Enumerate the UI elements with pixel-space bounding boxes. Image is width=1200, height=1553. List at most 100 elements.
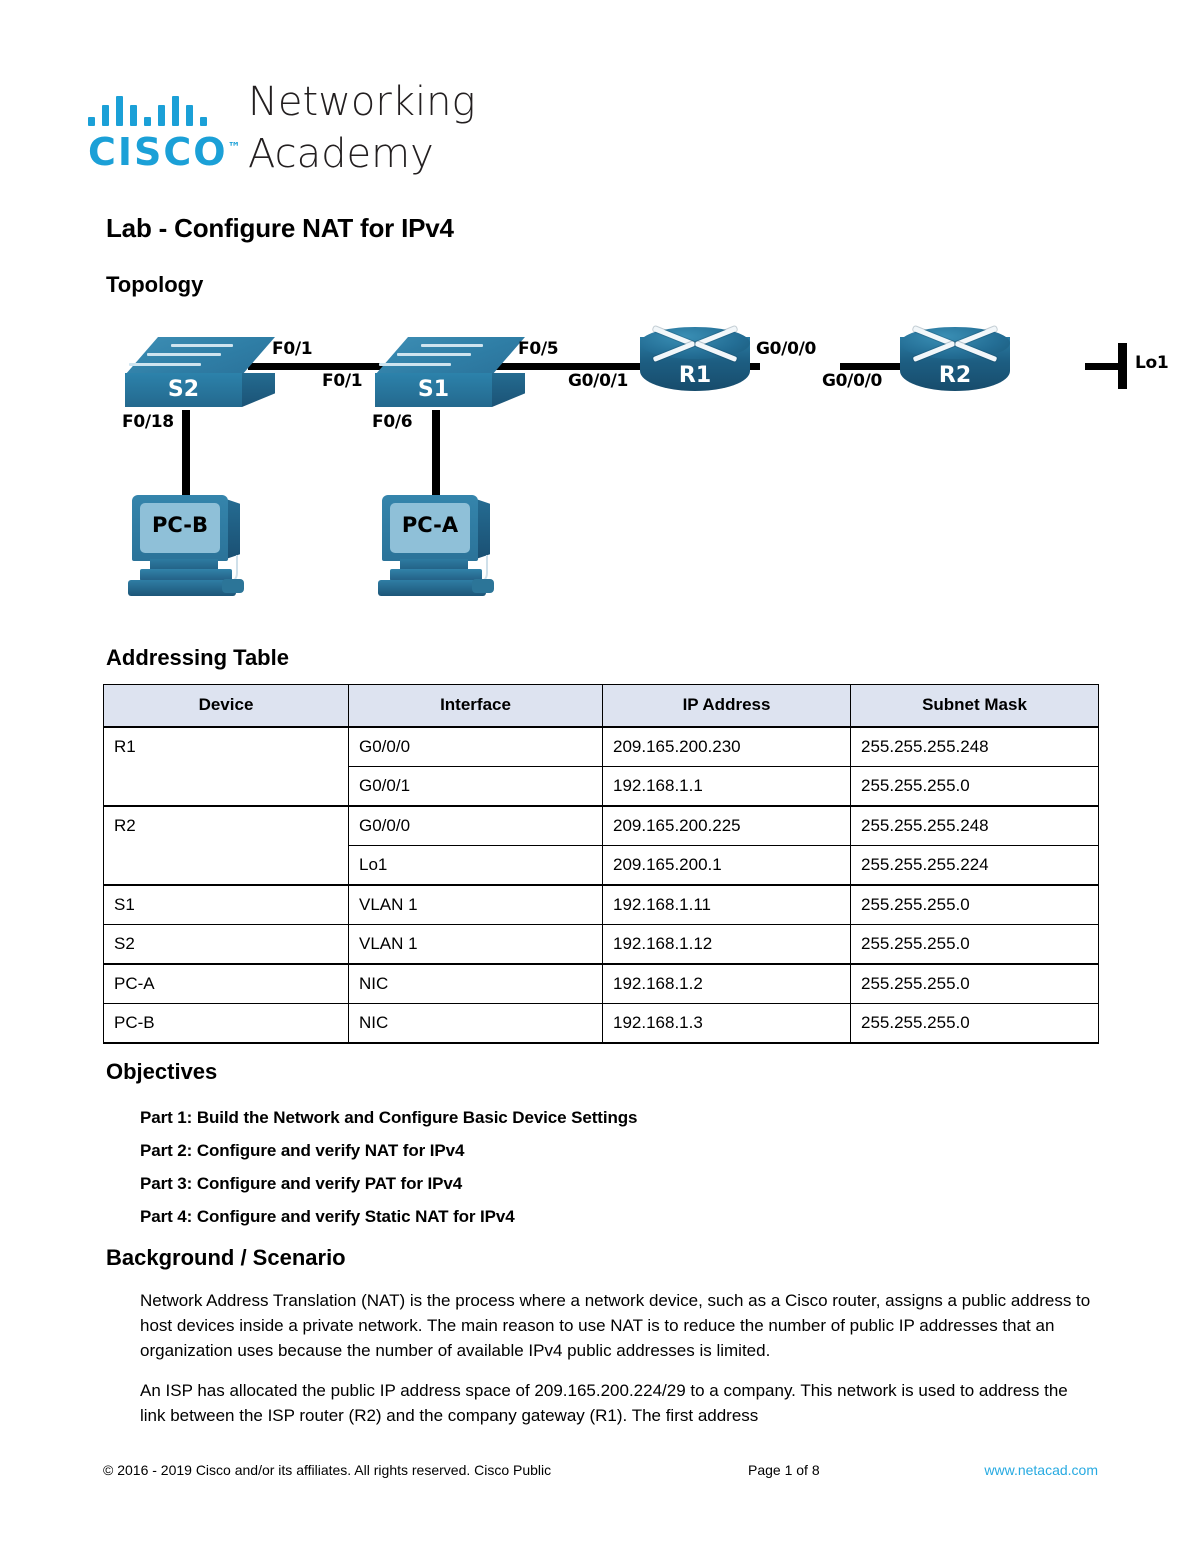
cell-interface: G0/0/1 <box>348 765 603 806</box>
cell-device: S2 <box>103 923 349 964</box>
netacad-logo: CISCO™ Networking Academy <box>88 72 508 182</box>
cell-interface: G0/0/0 <box>348 804 603 846</box>
device-r2[interactable]: R2 <box>900 325 1010 399</box>
pcb-screen <box>140 503 220 553</box>
cell-mask: 255.255.255.0 <box>850 765 1099 806</box>
device-s1[interactable]: S1 <box>375 337 525 409</box>
device-r1[interactable]: R1 <box>640 325 750 399</box>
pcb-base-upper <box>140 569 232 581</box>
cell-interface: NIC <box>348 962 603 1004</box>
table-row: S1 VLAN 1 192.168.1.11 255.255.255.0 <box>103 883 1099 925</box>
s2-side-face <box>242 373 275 407</box>
brand-line-1: Networking <box>248 79 476 125</box>
cell-device: S1 <box>103 883 349 925</box>
cell-ip: 209.165.200.1 <box>602 844 851 885</box>
cisco-wordmark-text: CISCO <box>88 130 228 174</box>
brand-line-2: Academy <box>248 131 434 177</box>
pca-base-upper <box>390 569 482 581</box>
iflabel-s2-to-s1: F0/1 <box>272 339 313 359</box>
s1-label: S1 <box>417 377 450 402</box>
cell-ip: 192.168.1.3 <box>602 1002 851 1044</box>
cell-device: R2 <box>103 804 349 845</box>
device-pc-b[interactable]: PC-B <box>126 495 246 603</box>
r2-arrows-icon <box>912 325 998 363</box>
table-row: R1 G0/0/0 209.165.200.230 255.255.255.24… <box>103 725 1099 767</box>
table-row: R2 G0/0/0 209.165.200.225 255.255.255.24… <box>103 804 1099 846</box>
column-header-interface: Interface <box>348 684 603 728</box>
r1-arrows-icon <box>652 325 738 363</box>
s1-front-face <box>375 373 492 407</box>
iflabel-r1-to-s1: G0/0/1 <box>568 371 629 391</box>
pca-base-lower <box>378 580 486 596</box>
pcb-base-lower <box>128 580 236 596</box>
s2-label: S2 <box>167 377 200 402</box>
link-s2-s1 <box>248 363 504 370</box>
table-row: Lo1 209.165.200.1 255.255.255.224 <box>103 844 1099 885</box>
r1-label: R1 <box>678 363 712 388</box>
netacad-wordmark: Networking Academy <box>248 76 475 180</box>
pca-monitor-side <box>476 499 490 559</box>
cell-interface: VLAN 1 <box>348 883 603 925</box>
footer-copyright: © 2016 - 2019 Cisco and/or its affiliate… <box>103 1462 552 1478</box>
cell-mask: 255.255.255.0 <box>850 923 1099 964</box>
table-row: S2 VLAN 1 192.168.1.12 255.255.255.0 <box>103 923 1099 964</box>
device-pc-a[interactable]: PC-A <box>376 495 496 603</box>
link-s1-r1 <box>500 363 760 370</box>
objectives-heading: Objectives <box>106 1059 218 1084</box>
link-s1-pca <box>432 410 440 505</box>
addressing-table-body: R1 G0/0/0 209.165.200.230 255.255.255.24… <box>103 725 1099 1044</box>
cell-device: R1 <box>103 725 349 766</box>
table-header-row: Device Interface IP Address Subnet Mask <box>103 684 1099 728</box>
s2-arrows-icon <box>129 339 271 373</box>
cell-interface: Lo1 <box>348 844 603 885</box>
pcb-mouse-icon <box>222 579 244 593</box>
footer-website-link[interactable]: www.netacad.com <box>984 1462 1098 1478</box>
paragraph: An ISP has allocated the public IP addre… <box>140 1381 1068 1425</box>
pca-neck <box>400 559 468 571</box>
column-header-device: Device <box>103 684 349 728</box>
cell-mask: 255.255.255.0 <box>850 1002 1099 1044</box>
trademark-symbol: ™ <box>227 140 241 156</box>
pcb-monitor-side <box>226 499 240 559</box>
r2-label: R2 <box>938 363 972 388</box>
paragraph: Network Address Translation (NAT) is the… <box>140 1291 1091 1360</box>
loopback-tee-icon <box>1118 343 1127 389</box>
list-item: Part 3: Configure and verify PAT for IPv… <box>140 1174 463 1193</box>
cell-device: PC-A <box>103 962 349 1004</box>
cell-ip: 192.168.1.2 <box>602 962 851 1004</box>
cell-ip: 192.168.1.1 <box>602 765 851 806</box>
cell-mask: 255.255.255.0 <box>850 962 1099 1004</box>
addressing-table-heading: Addressing Table <box>106 645 289 670</box>
table-row: PC-B NIC 192.168.1.3 255.255.255.0 <box>103 1002 1099 1044</box>
s1-side-face <box>492 373 525 407</box>
link-s2-pcb <box>182 410 190 505</box>
cell-mask: 255.255.255.224 <box>850 844 1099 885</box>
cell-interface: G0/0/0 <box>348 725 603 767</box>
cell-interface: NIC <box>348 1002 603 1044</box>
iflabel-s1-to-r1: F0/5 <box>518 339 559 359</box>
iflabel-s1-to-s2: F0/1 <box>322 371 363 391</box>
pca-screen <box>390 503 470 553</box>
link-r2-lo1 <box>1085 363 1125 370</box>
s1-arrows-icon <box>379 339 521 373</box>
pca-mouse-icon <box>472 579 494 593</box>
iflabel-r1-to-r2: G0/0/0 <box>756 339 817 359</box>
footer-page-number: Page 1 of 8 <box>748 1462 820 1478</box>
column-header-ip-address: IP Address <box>602 684 851 728</box>
cell-device <box>103 766 349 806</box>
iflabel-s1-to-pca: F0/6 <box>372 412 413 432</box>
cell-ip: 192.168.1.12 <box>602 923 851 964</box>
s2-front-face <box>125 373 242 407</box>
topology-diagram: S2 S1 R1 <box>100 315 1169 610</box>
objectives-list: Part 1: Build the Network and Configure … <box>140 1101 1040 1233</box>
list-item: Part 4: Configure and verify Static NAT … <box>140 1207 515 1226</box>
cell-device <box>103 845 349 885</box>
cell-device: PC-B <box>103 1002 349 1044</box>
cell-interface: VLAN 1 <box>348 923 603 964</box>
cell-ip: 209.165.200.225 <box>602 804 851 846</box>
cell-ip: 192.168.1.11 <box>602 883 851 925</box>
device-s2[interactable]: S2 <box>125 337 275 409</box>
addressing-table: Device Interface IP Address Subnet Mask … <box>103 684 1099 1044</box>
pc-b-label: PC-B <box>151 513 208 537</box>
pc-a-label: PC-A <box>401 513 459 537</box>
